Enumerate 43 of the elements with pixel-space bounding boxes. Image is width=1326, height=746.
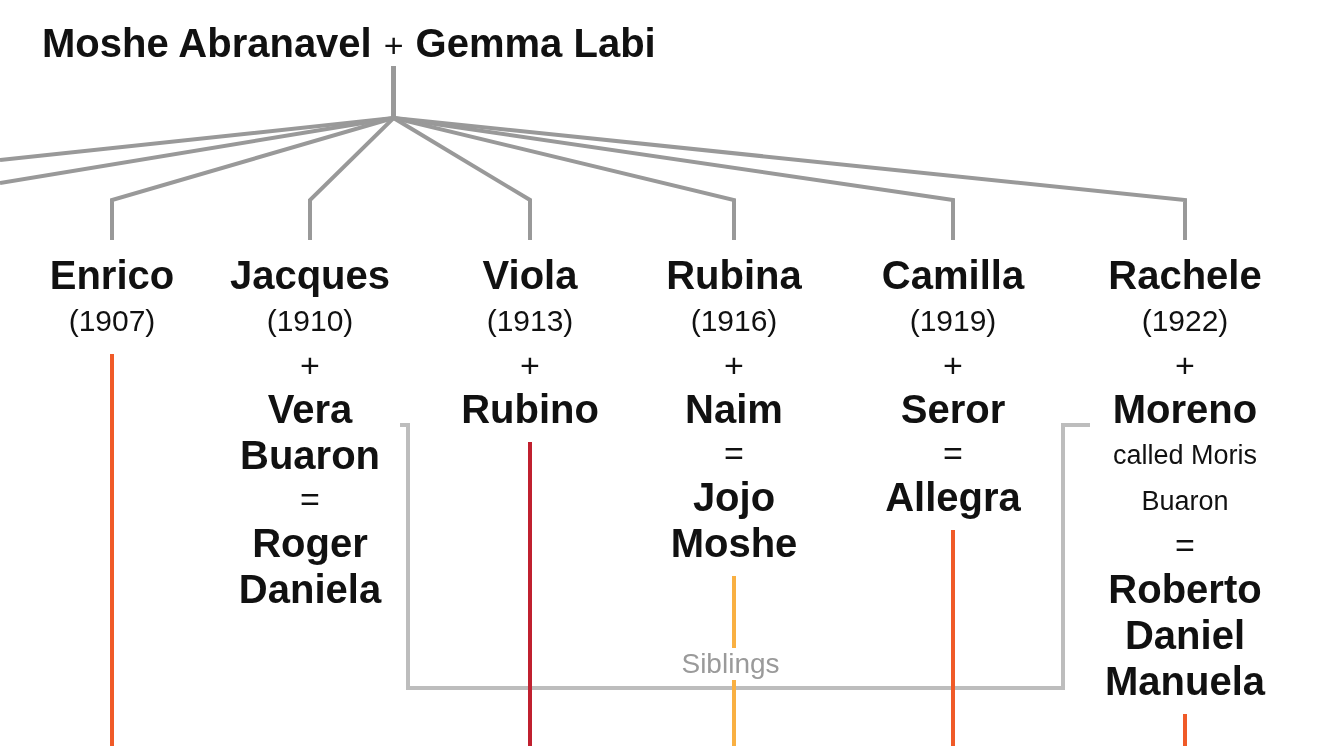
connector-line — [398, 423, 1090, 690]
person-name: Camilla — [881, 252, 1025, 298]
person-name: Rachele — [1108, 252, 1262, 298]
birth-year: (1922) — [1141, 303, 1229, 339]
relation-symbol: = — [943, 433, 963, 474]
person-name: Daniela — [238, 566, 382, 612]
birth-year: (1907) — [68, 303, 156, 339]
birth-year: (1916) — [690, 303, 778, 339]
person-name: Rubina — [666, 252, 802, 298]
person-name: Rubino — [461, 386, 599, 432]
relation-symbol: + — [1175, 345, 1195, 386]
person-name: Roberto — [1108, 566, 1262, 612]
person-name: Daniel — [1124, 612, 1245, 658]
person-name: Seror — [900, 386, 1006, 432]
person-name: Jacques — [229, 252, 391, 298]
person-name: Roger — [252, 520, 368, 566]
relation-symbol: + — [724, 345, 744, 386]
relation-symbol: = — [300, 479, 320, 520]
relation-symbol: = — [724, 433, 744, 474]
connector-line — [951, 530, 955, 746]
person-name: Vera Buaron — [239, 386, 381, 478]
birth-year: (1910) — [266, 303, 354, 339]
person-name: Naim — [685, 386, 783, 432]
connector-line — [0, 66, 396, 185]
birth-year: (1913) — [486, 303, 574, 339]
relation-symbol: + — [383, 25, 404, 66]
person-name: Viola — [482, 252, 578, 298]
relation-symbol: + — [300, 345, 320, 386]
person-name: Enrico — [49, 252, 175, 298]
relation-symbol: + — [520, 345, 540, 386]
person-name: Moshe Abranavel — [42, 20, 372, 66]
person-name: Allegra — [885, 474, 1021, 520]
relation-symbol: + — [943, 345, 963, 386]
relation-symbol: = — [1175, 525, 1195, 566]
person-name: Jojo — [692, 474, 776, 520]
person-name-with-note: Moreno called Moris Buaron — [1111, 386, 1259, 518]
birth-year: (1919) — [909, 303, 997, 339]
connector-line — [110, 354, 114, 746]
person-name: Manuela — [1104, 658, 1265, 704]
person-name: Moshe — [670, 520, 798, 566]
person-name: Gemma Labi — [415, 20, 656, 66]
connector-line — [528, 442, 532, 746]
connector-line — [1183, 714, 1187, 746]
